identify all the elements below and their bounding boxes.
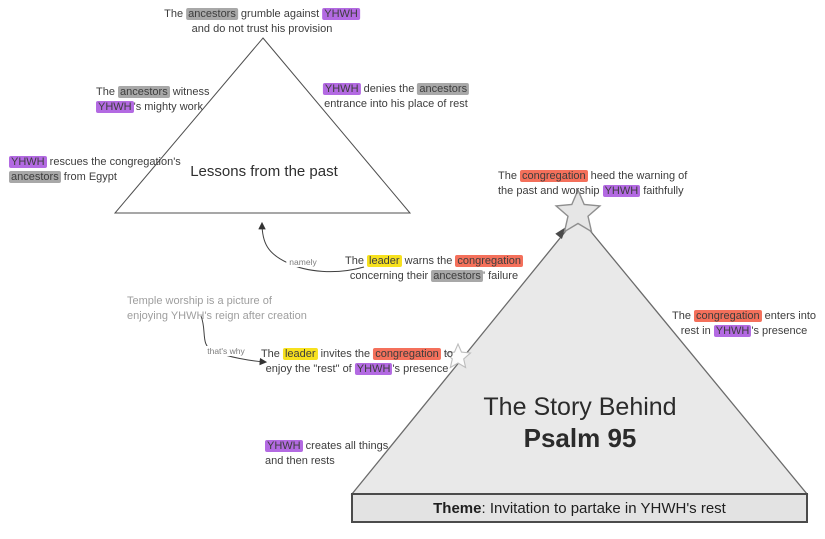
theme-label: Theme: [433, 499, 482, 517]
lessons-label: Lessons from the past: [190, 163, 338, 180]
highlight-red: congregation: [693, 310, 762, 322]
namely-label: namely: [286, 257, 320, 267]
highlight-gray: ancestors: [186, 8, 238, 20]
highlight-purple: YHWH: [322, 83, 361, 95]
highlight-red: congregation: [373, 348, 441, 360]
highlight-purple: YHWH: [322, 8, 360, 20]
mountain-title: The Story Behind Psalm 95: [483, 392, 676, 454]
slope-arrowhead: [555, 227, 566, 239]
mountain-title-line2: Psalm 95: [523, 423, 637, 453]
highlight-purple: YHWH: [602, 185, 641, 197]
theme-text: Theme: Invitation to partake in YHWH's r…: [433, 500, 726, 517]
thats-why-label: that's why: [204, 346, 248, 356]
highlight-purple: YHWH: [354, 363, 393, 375]
theme-rest: : Invitation to partake in YHWH's rest: [481, 499, 726, 517]
highlight-gray: ancestors: [417, 83, 470, 95]
peak-star-icon: [554, 188, 602, 234]
highlight-gray: ancestors: [431, 270, 483, 282]
highlight-yellow: leader: [367, 255, 402, 267]
mountain-title-line1: The Story Behind: [483, 393, 677, 421]
highlight-yellow: leader: [282, 348, 318, 360]
slope-star-icon: [444, 342, 472, 369]
highlight-purple: YHWH: [96, 101, 134, 113]
highlight-gray: ancestors: [118, 86, 170, 98]
highlight-red: congregation: [520, 170, 588, 182]
highlight-purple: YHWH: [713, 325, 752, 337]
theme-bar: Theme: Invitation to partake in YHWH's r…: [351, 493, 808, 523]
highlight-purple: YHWH: [265, 440, 303, 452]
highlight-gray: ancestors: [9, 171, 61, 183]
lessons-triangle: [113, 37, 412, 214]
highlight-red: congregation: [455, 255, 524, 267]
highlight-purple: YHWH: [9, 156, 47, 168]
